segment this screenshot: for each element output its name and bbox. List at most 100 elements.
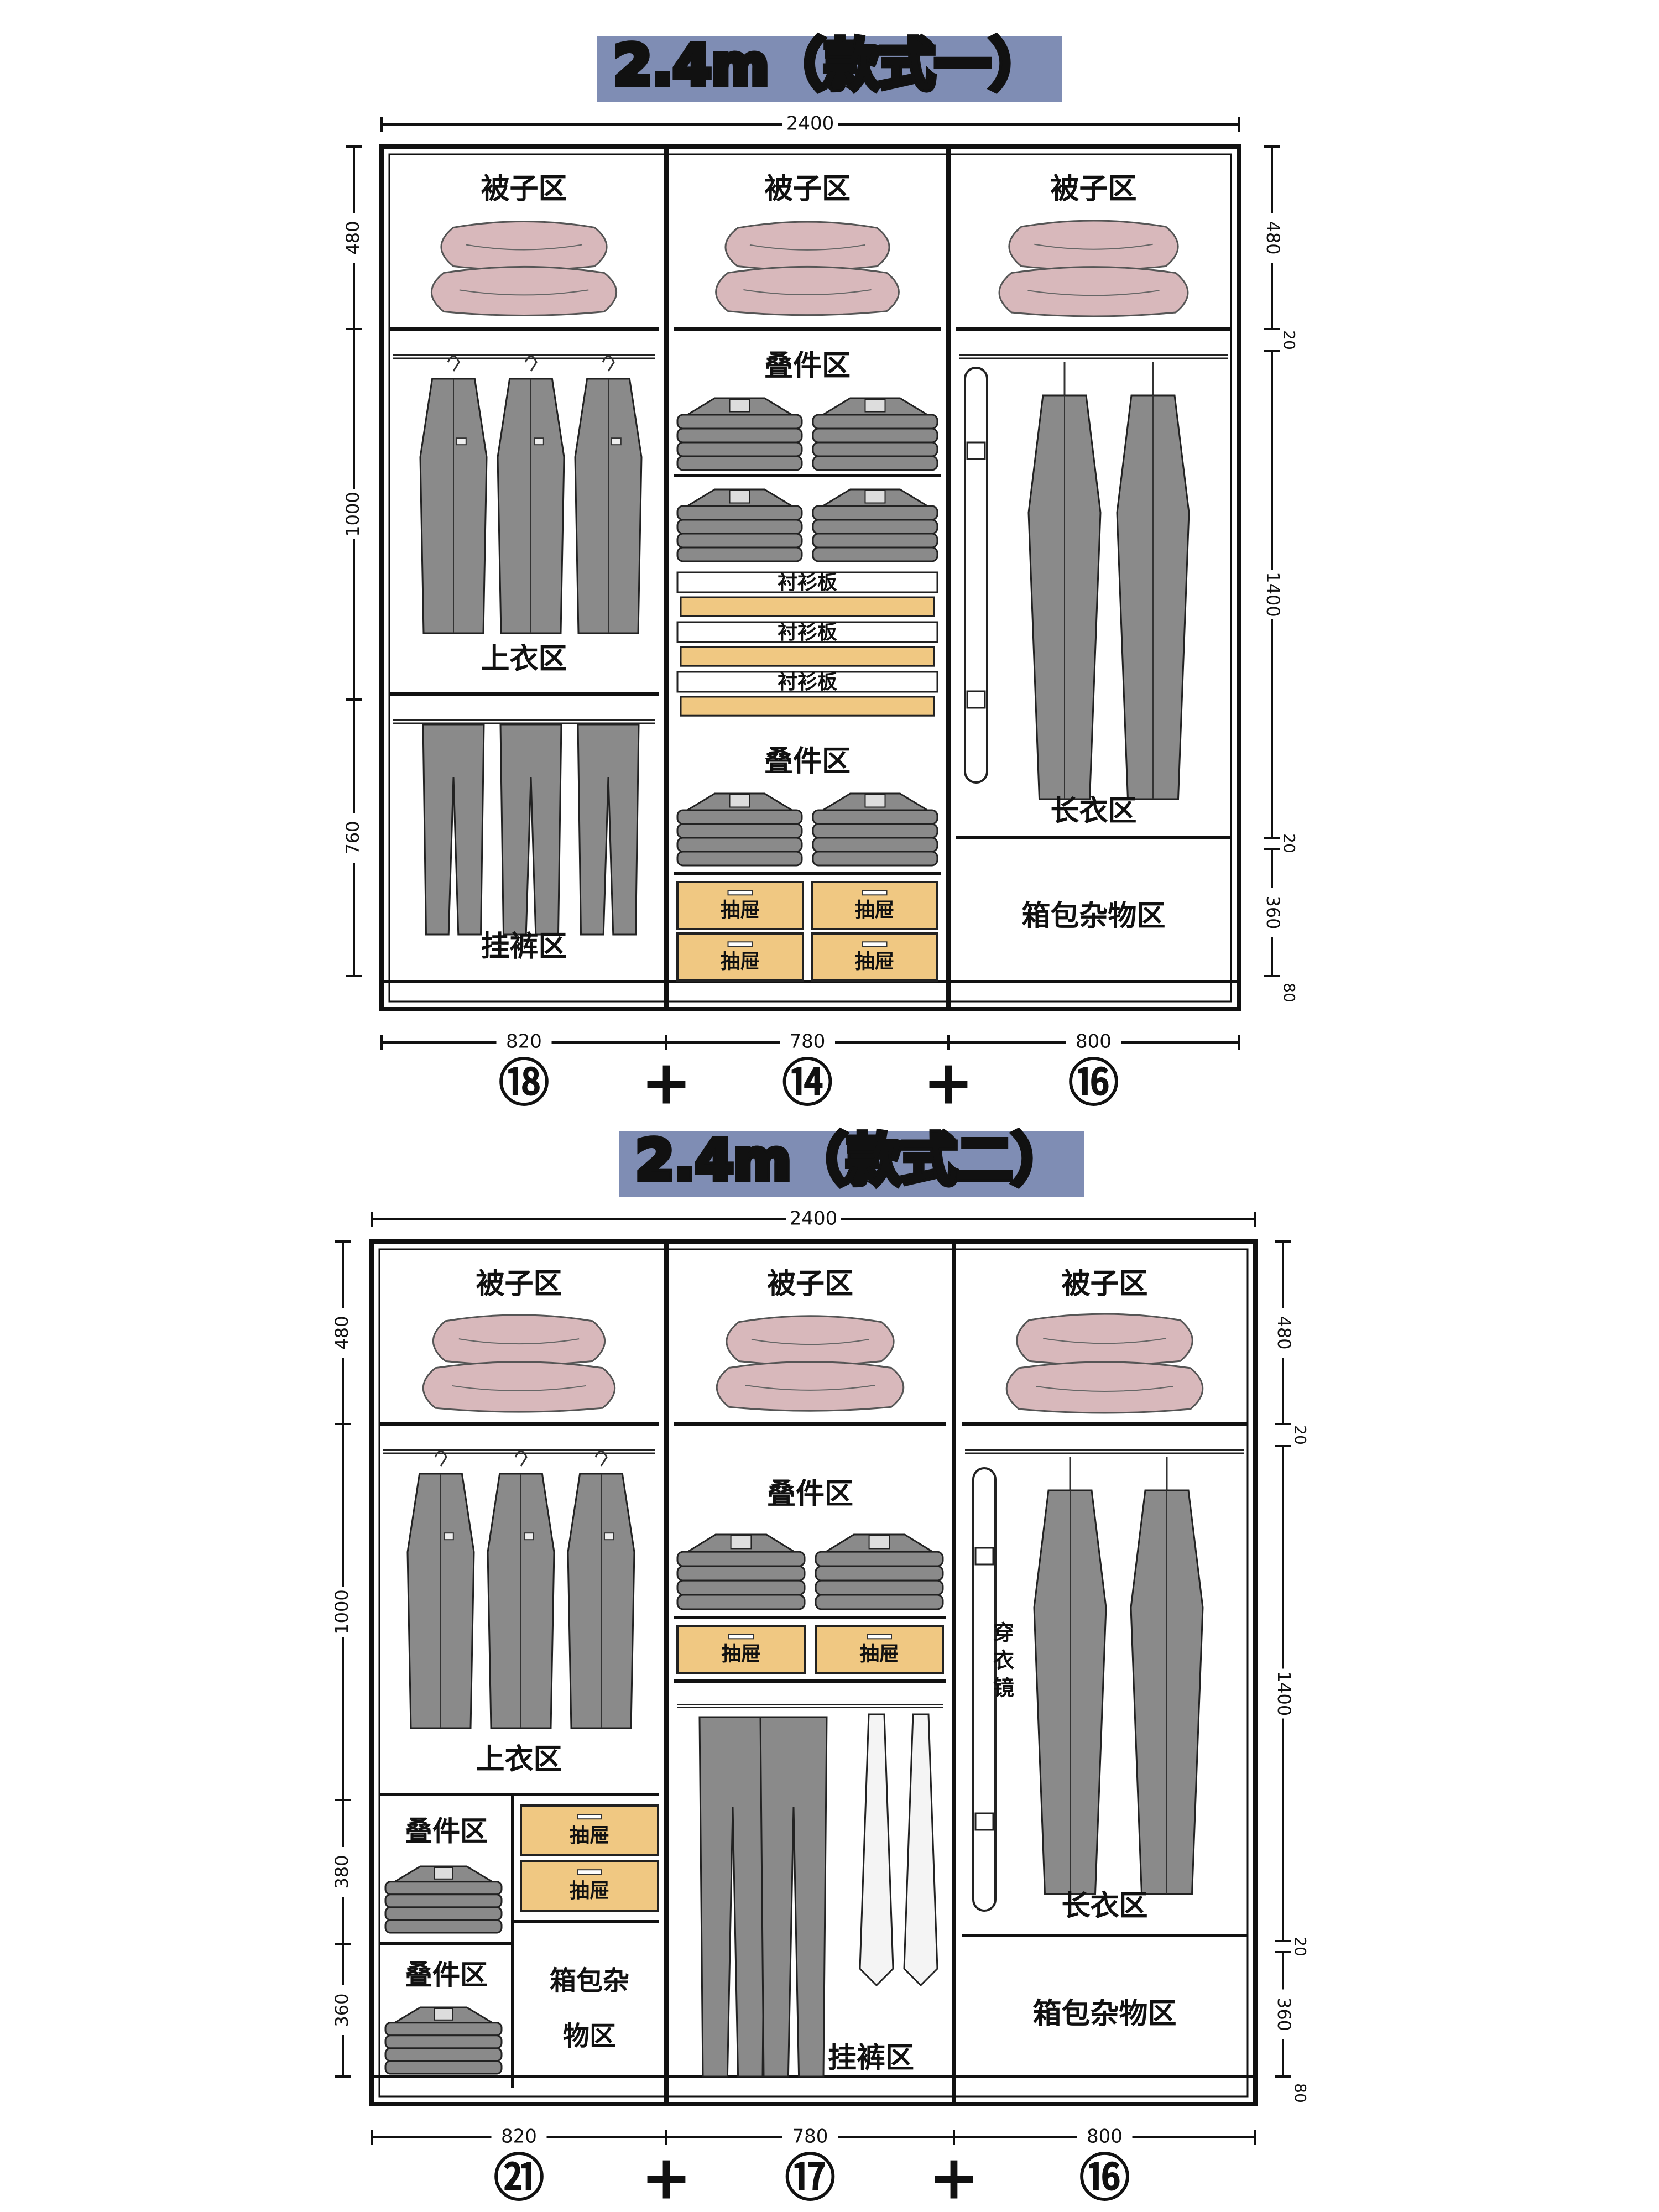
shirt-neck [434,2008,453,2021]
dimension: 480 [342,145,364,330]
shirt-layer [384,2034,503,2049]
hanging-coat-icon [419,355,488,634]
mirror-clip [966,441,986,460]
dimension-label: 1400 [1262,572,1284,617]
mirror-clip [974,1547,994,1566]
shirt-board-label: 衬衫板 [778,671,837,693]
dimension: 1000 [331,1423,353,1801]
dimension: 1400 [1273,1445,1295,1942]
dimension-gap [1273,1668,1293,1719]
shirt-layer [815,1594,944,1610]
dimension-gap [1262,213,1282,263]
dimension-gap [344,213,364,263]
shirt-layer [676,1594,806,1610]
dimension-gap [1262,570,1282,619]
folded-shirt-icon [384,2006,503,2075]
mirror-icon [972,1467,997,1912]
plus-sign: + [923,1047,974,1118]
shirt-board-label: 衬衫板 [778,571,837,594]
shirt-neck [729,794,750,808]
fold-zone-label: 叠件区 [405,1815,488,1848]
bags-zone-label: 箱包杂物区 [1021,900,1165,933]
quilt-fold [716,1360,905,1412]
shirt-layer [812,505,938,521]
mirror-clip [974,1812,994,1831]
dimension: 480 [1273,1240,1295,1425]
hanging-coat-icon [1116,362,1190,800]
quilt-crease [751,1339,869,1345]
board-top [676,571,938,593]
quilt-fold [998,266,1189,317]
quilt-icon [422,1314,616,1413]
shirt-layer [812,823,938,839]
dimension-gap [491,2126,547,2148]
coat-pocket [524,1532,534,1541]
dimension-gap [782,113,838,135]
folded-shirt-icon [812,397,938,471]
quilt-icon [716,1315,905,1412]
dimension-label: 820 [501,2126,537,2148]
tops-zone-label: 上衣区 [476,1743,562,1776]
drawer-handle [728,1634,754,1640]
dimension-label: 360 [1262,895,1284,929]
hanger-hook [602,355,615,372]
dimension-label: 360 [1274,1997,1295,2031]
hanging-pants-icon [499,723,562,936]
shirt-layer [812,414,938,430]
shirt-neck [434,1867,453,1880]
dimension-gap [1273,1989,1293,2039]
shirt-layer [676,1551,806,1567]
coat-pocket [604,1532,614,1541]
hanging-coat-icon [574,355,643,634]
shirt-layer [676,1579,806,1596]
quilt-fold [1005,1361,1204,1414]
hanging-coat-icon [497,355,565,634]
dimension: 1000 [342,328,364,701]
drawer-label: 抽屉 [721,951,760,973]
shirt-layer [812,441,938,457]
mirror-frame [972,1467,997,1912]
board-wood [680,596,935,617]
quilt-crease [743,289,872,296]
plus-sign: + [641,2142,692,2212]
bags-zone-label: 箱包杂 [550,1965,629,1996]
coat-pocket [534,437,544,446]
hanger-hook [447,355,460,372]
page-title: 2.4m（款式一） [613,33,1045,97]
shirt-layer [676,823,803,839]
shirt-layer [812,546,938,562]
dimension: 780 [665,1031,950,1053]
quilt-zone-label: 被子区 [476,1267,562,1301]
dimension-gap [782,2126,838,2148]
drawer-icon: 抽屉 [676,881,804,930]
shirt-board: 衬衫板 [676,621,938,667]
tops-zone-label: 上衣区 [481,643,567,676]
dimension-gap [1077,2126,1133,2148]
drawer-front [676,932,804,982]
quilt-zone-label: 被子区 [767,1267,853,1301]
drawer-front [811,932,938,982]
dimension-label: 760 [342,821,363,854]
wardrobe-inner-frame [388,153,1232,1003]
shirt-layer [384,1881,503,1896]
tie-body [903,1713,938,1987]
shirt-layer [676,455,803,471]
shirt-layer [676,427,803,444]
folded-shirt-icon [676,488,803,562]
quilt-icon [715,221,900,316]
shirt-layer [384,1906,503,1921]
hanger-hook [524,355,538,372]
shirt-neck [868,1535,890,1550]
hanging-coat-icon [487,1450,555,1729]
drawer-label: 抽屉 [855,951,894,973]
quilt-icon [1005,1313,1204,1414]
drawer-handle [727,890,753,896]
mirror-label: 衣 [993,1648,1014,1673]
plus-sign: + [641,1047,692,1118]
dimension-gap [1273,1308,1293,1358]
pants-zone-label: 挂裤区 [481,930,567,963]
drawer-handle [577,1869,602,1875]
quilt-crease [744,1384,876,1391]
drawer-handle [577,1814,602,1820]
